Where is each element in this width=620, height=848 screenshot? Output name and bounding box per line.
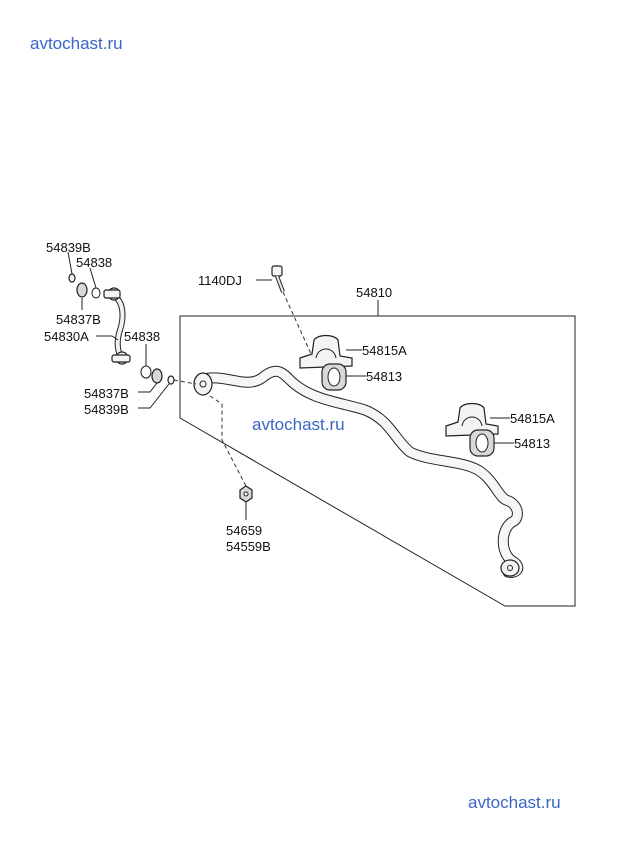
- dashed-nut-line: [209, 395, 247, 487]
- bracket-54815A-1: [299, 334, 353, 369]
- label-54838-mid: 54838: [124, 329, 160, 344]
- nut-54659: [239, 485, 253, 503]
- leader-54838-top: [89, 267, 97, 289]
- label-54810: 54810: [356, 285, 392, 300]
- nut-54839B-top: [68, 273, 76, 283]
- label-54815A-1: 54815A: [362, 343, 407, 358]
- label-54839B-bot: 54839B: [84, 402, 129, 417]
- label-54838-top: 54838: [76, 255, 112, 270]
- label-1140DJ: 1140DJ: [198, 273, 242, 288]
- label-54813-2: 54813: [514, 436, 550, 451]
- assembly-frame: [179, 315, 576, 607]
- label-54815A-2: 54815A: [510, 411, 555, 426]
- leader-54839B-bot: [138, 383, 170, 409]
- bracket-54815A-2: [445, 402, 499, 437]
- label-54839B-top: 54839B: [46, 240, 91, 255]
- leader-54837B-bot: [138, 382, 158, 393]
- dashed-bolt-line: [282, 291, 313, 357]
- watermark-middle: avtochast.ru: [252, 415, 345, 434]
- bushing-54813-1: [321, 363, 347, 391]
- leader-54839B-top: [67, 251, 73, 275]
- nut-54839B-bot: [167, 375, 175, 385]
- bushing-54813-2: [469, 429, 495, 457]
- label-54559B: 54559B: [226, 539, 271, 554]
- stabilizer-bar: [193, 365, 524, 578]
- leader-54830A: [96, 335, 119, 341]
- stabilizer-link-54830A: [103, 287, 131, 365]
- label-54837B-bot: 54837B: [84, 386, 129, 401]
- label-54813-1: 54813: [366, 369, 402, 384]
- washer-54838-top: [91, 287, 101, 299]
- dashed-link-line: [173, 379, 197, 385]
- label-54659: 54659: [226, 523, 262, 538]
- watermark-top: avtochast.ru: [30, 34, 123, 53]
- bushing-54837B-top: [76, 282, 88, 298]
- watermark-bottom: avtochast.ru: [468, 793, 561, 812]
- washer-54838-mid: [140, 365, 152, 379]
- label-54837B-top: 54837B: [56, 312, 101, 327]
- bolt-1140DJ: [271, 265, 285, 293]
- label-54830A: 54830A: [44, 329, 89, 344]
- bushing-54837B-bot: [151, 368, 163, 384]
